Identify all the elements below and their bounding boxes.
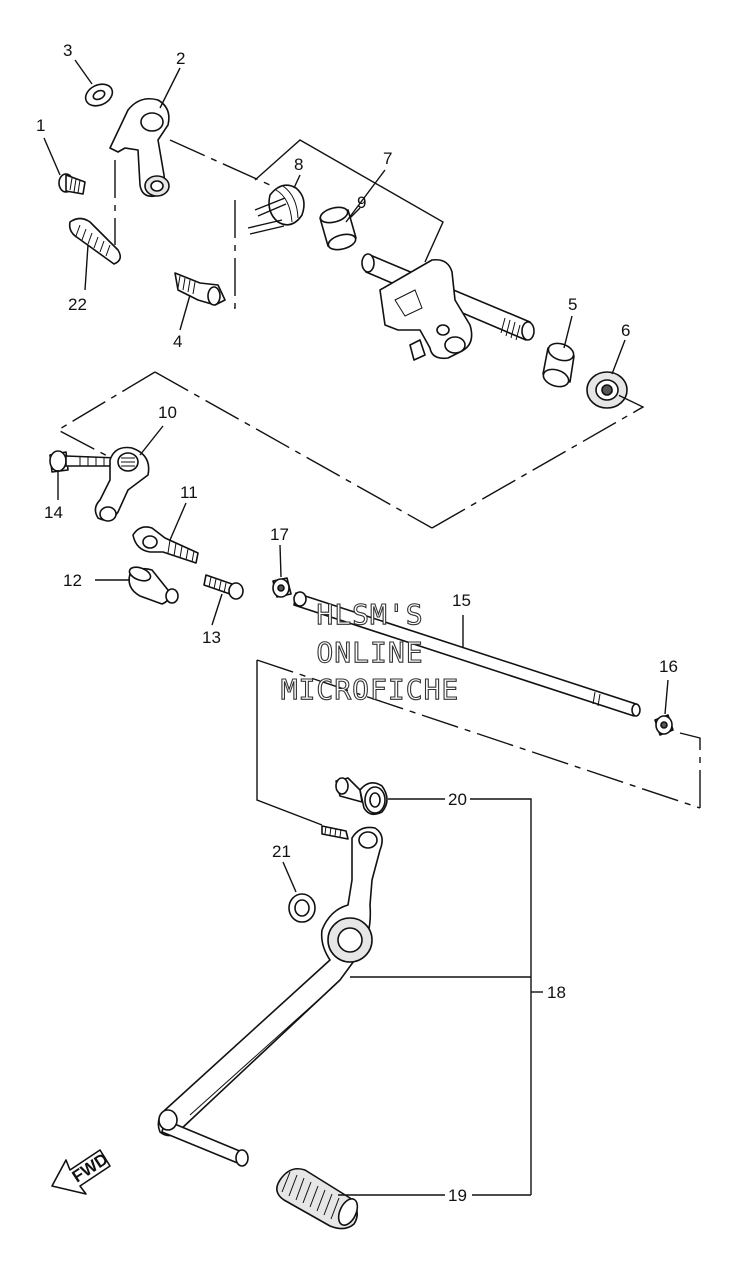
- bolt-part-14: [49, 450, 119, 473]
- callout-5: 5: [568, 295, 577, 314]
- callout-17: 17: [270, 525, 289, 544]
- lower-assembly-guides: [256, 659, 701, 826]
- ball-joint-part-17: [272, 577, 292, 598]
- pedal-rubber-part-19: [276, 1167, 359, 1230]
- stud-bolt-part-4: [174, 272, 226, 306]
- fwd-arrow-icon: FWD: [51, 1149, 112, 1195]
- torsion-spring-part-8: [247, 184, 305, 235]
- boot-part-12: [128, 566, 179, 605]
- callout-21: 21: [272, 842, 291, 861]
- joint-part-11: [132, 526, 199, 564]
- shift-shaft-part-7: [361, 253, 535, 361]
- washer-part-3: [84, 83, 114, 107]
- watermark-line-1: HLSM'S: [316, 598, 423, 631]
- callout-16: 16: [659, 657, 678, 676]
- watermark-line-3: MICROFICHE: [281, 673, 460, 706]
- collar-part-20: [335, 777, 388, 816]
- callout-4: 4: [173, 332, 182, 351]
- shift-arm-part-2: [109, 97, 170, 198]
- callout-8: 8: [294, 155, 303, 174]
- callout-13: 13: [202, 628, 221, 647]
- callout-15: 15: [452, 591, 471, 610]
- callout-12: 12: [63, 571, 82, 590]
- middle-assembly-guides: [56, 371, 645, 529]
- upper-assembly-guides: [114, 139, 444, 309]
- callout-19: 19: [448, 1186, 467, 1205]
- leader-lines: [43, 59, 669, 1196]
- callout-9: 9: [357, 193, 366, 212]
- callout-labels: 1 2 3 4 5 6 7 8 9 10 11 12 13 14 15 16 1…: [36, 41, 678, 1205]
- screw-part-13: [203, 574, 244, 600]
- spring-part-22: [68, 217, 122, 265]
- callout-7: 7: [383, 149, 392, 168]
- watermark: HLSM'S ONLINE MICROFICHE: [280, 597, 460, 706]
- callout-18: 18: [547, 983, 566, 1002]
- callout-1: 1: [36, 116, 45, 135]
- ball-joint-part-16: [654, 714, 674, 736]
- callout-20: 20: [448, 790, 467, 809]
- callout-2: 2: [176, 49, 185, 68]
- washer-part-21: [288, 893, 316, 923]
- bushing-part-5: [542, 342, 575, 388]
- callout-11: 11: [180, 483, 198, 502]
- callout-6: 6: [621, 321, 630, 340]
- shift-pedal-part-18: [157, 825, 383, 1167]
- callout-3: 3: [63, 41, 72, 60]
- oil-seal-part-6: [586, 371, 628, 409]
- callout-14: 14: [44, 503, 63, 522]
- callout-10: 10: [158, 403, 177, 422]
- fwd-label: FWD: [69, 1149, 112, 1186]
- watermark-line-2: ONLINE: [316, 636, 423, 669]
- callout-22: 22: [68, 295, 87, 314]
- shift-rod-part-15: [293, 591, 641, 717]
- pin-part-1: [58, 173, 86, 195]
- shift-arm-part-10: [94, 446, 150, 522]
- collar-part-9: [319, 206, 357, 251]
